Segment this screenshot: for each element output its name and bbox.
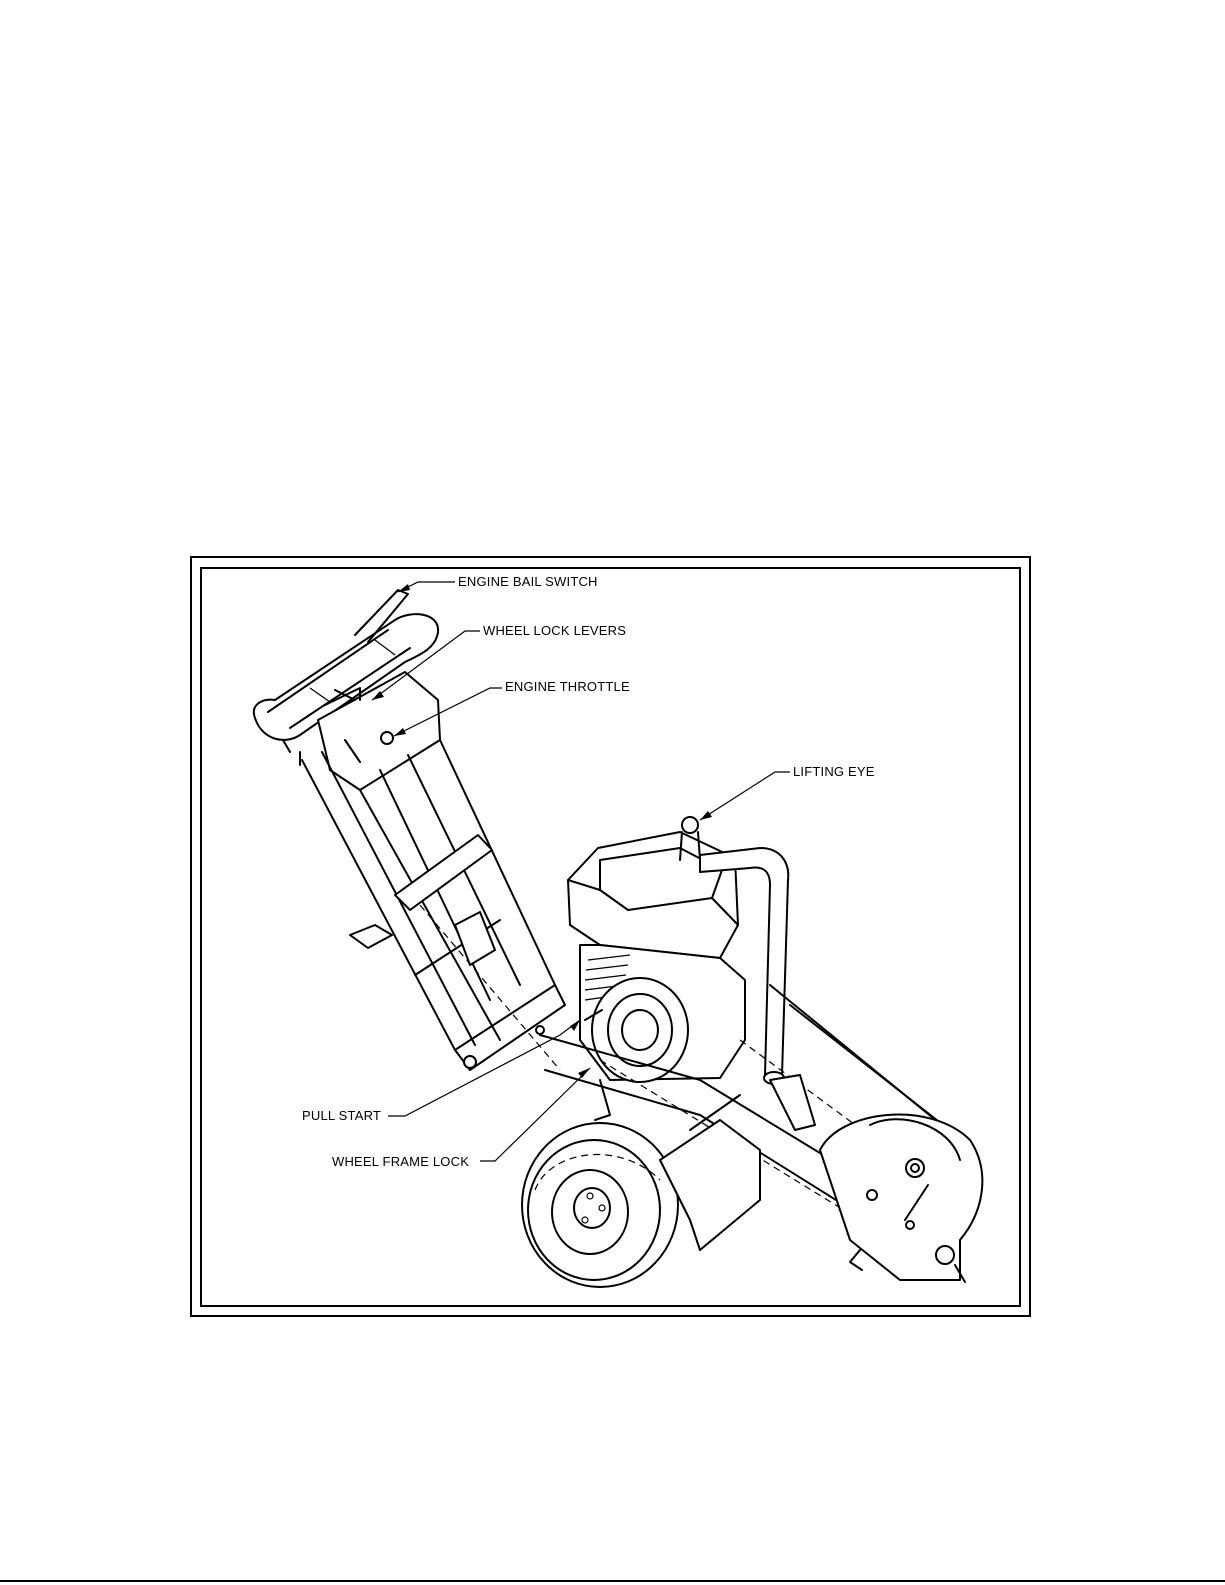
callout-lifting-eye: LIFTING EYE	[793, 764, 875, 779]
handle-frame	[302, 740, 565, 1070]
page-bottom-rule	[0, 1580, 1225, 1582]
wheel	[522, 1080, 760, 1287]
callout-engine-throttle: ENGINE THROTTLE	[505, 679, 630, 694]
callout-wheel-frame-lock: WHEEL FRAME LOCK	[332, 1154, 469, 1169]
cutter-guard	[820, 1115, 982, 1282]
callout-engine-bail-switch: ENGINE BAIL SWITCH	[458, 574, 598, 589]
engine	[568, 817, 788, 1084]
callout-wheel-lock-levers: WHEEL LOCK LEVERS	[483, 623, 626, 638]
handlebar	[254, 590, 440, 790]
callout-pull-start: PULL START	[302, 1108, 381, 1123]
